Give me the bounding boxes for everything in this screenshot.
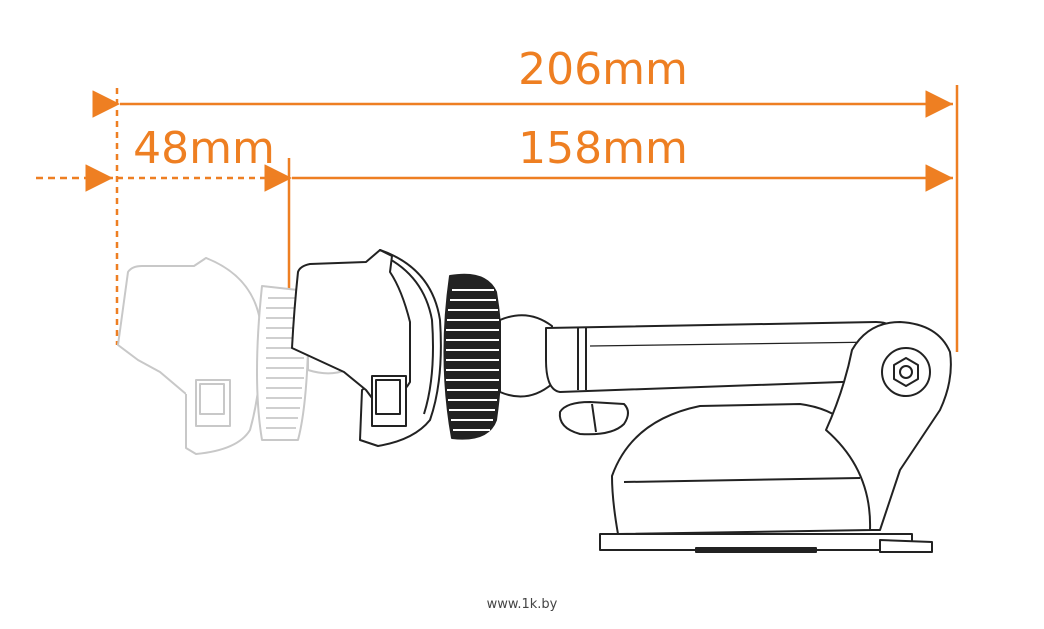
main-holder	[291, 249, 952, 553]
ribbed-ring	[443, 273, 502, 440]
watermark-text: www.1k.by	[487, 597, 558, 612]
release-tab	[879, 539, 933, 553]
dimension-label-206: 206mm	[518, 44, 688, 95]
dimension-label-158: 158mm	[518, 123, 688, 174]
dimension-label-48: 48mm	[133, 123, 275, 174]
ball-joint	[499, 314, 553, 398]
clamp-jaw	[291, 249, 411, 399]
